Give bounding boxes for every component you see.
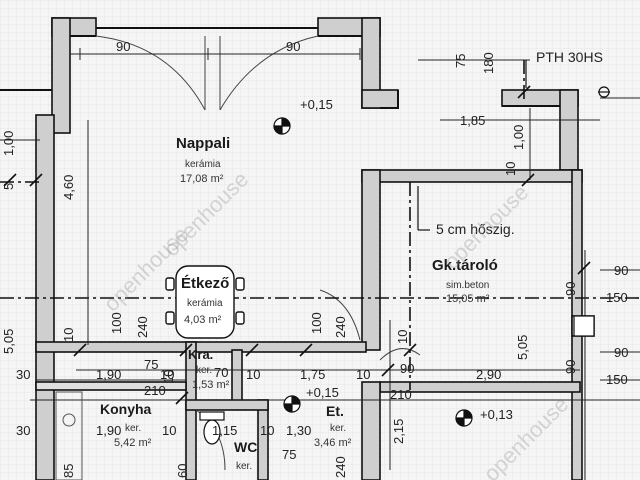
dim-185: 1,85 [460, 113, 486, 128]
dim-h-10-c: 10 [356, 367, 371, 382]
dim-right-150a: 150 [606, 290, 628, 305]
dim-v-5-left: 5 [1, 182, 16, 190]
dim-h-10-d: 10 [162, 423, 177, 438]
dim-v-10-a: 10 [61, 327, 76, 342]
dimension-ticks [3, 85, 591, 405]
dim-h-10-a: 10 [160, 367, 175, 382]
dim-v-60: 60 [175, 463, 190, 478]
dim-v-10-c: 10 [161, 369, 176, 384]
dim-h-190: 1,90 [96, 367, 122, 382]
dim-v-460: 4,60 [61, 174, 76, 200]
dim-h-10-b: 10 [246, 367, 261, 382]
dim-h-210-a: 210 [144, 383, 166, 398]
kitchen-counter [55, 391, 83, 480]
level-eloter: +0,15 [306, 385, 339, 400]
room-material-gktarolo: sim.beton [446, 280, 490, 291]
dim-right-90b: 90 [614, 345, 629, 360]
room-area-kamra: 1,53 m² [192, 379, 230, 391]
dimension-lines [0, 48, 640, 480]
level-garage: +0,13 [480, 407, 513, 422]
dim-v-100-right: 1,00 [511, 124, 526, 150]
dim-h-175: 1,75 [300, 367, 326, 382]
room-area-konyha: 5,42 m² [114, 437, 152, 449]
dim-h-30-b: 30 [16, 423, 31, 438]
dim-v-240-c: 240 [333, 456, 348, 478]
dim-v-75: 75 [453, 53, 468, 68]
dim-v-10-b: 10 [395, 329, 410, 344]
dim-h-75: 75 [144, 357, 159, 372]
door-swings [95, 35, 421, 471]
dim-h-70: 70 [214, 365, 229, 380]
exterior-walls [35, 17, 595, 480]
room-area-eloter: 3,46 m² [314, 437, 352, 449]
dim-top-90-right: 90 [286, 39, 301, 54]
dim-v-240-b: 240 [333, 316, 348, 338]
outline-lines [0, 27, 560, 109]
dim-v-180: 180 [481, 52, 496, 74]
dim-v-240-a: 240 [135, 316, 150, 338]
dim-right-90a: 90 [614, 263, 629, 278]
room-name-nappali: Nappali [176, 135, 231, 152]
dim-right-150b: 150 [606, 372, 628, 387]
room-area-nappali: 17,08 m² [180, 173, 224, 185]
dim-h-115: 1,15 [212, 423, 238, 438]
dim-v-10-right: 10 [503, 161, 518, 176]
room-name-etkezo: Étkező [181, 275, 230, 292]
note-insulation: 5 cm hőszig. [436, 221, 515, 237]
dim-h-190-b: 1,90 [96, 423, 122, 438]
dim-h-90: 90 [400, 361, 415, 376]
dim-h-30-a: 30 [16, 367, 31, 382]
dim-h-75-b: 75 [282, 447, 297, 462]
room-name-konyha: Konyha [100, 401, 152, 417]
dim-v-100-left: 1,00 [1, 130, 16, 156]
room-material-wc: ker. [236, 461, 253, 472]
dim-v-100-b: 100 [309, 312, 324, 334]
dining-table [165, 265, 245, 339]
room-material-etkezo: kerámia [187, 298, 223, 309]
note-lintel: PTH 30HS [536, 49, 603, 65]
room-material-nappali: kerámia [185, 159, 221, 170]
level-markers [273, 86, 610, 427]
dim-h-130: 1,30 [286, 423, 312, 438]
room-name-kamra: Kra. [188, 347, 214, 362]
wc-fixture [199, 411, 225, 445]
dim-v-85: 85 [61, 463, 76, 478]
room-area-etkezo: 4,03 m² [184, 314, 222, 326]
room-name-gktarolo: Gk.tároló [432, 257, 498, 274]
room-name-wc: WC [234, 439, 258, 455]
dim-v-215: 2,15 [391, 418, 406, 444]
dim-v-505-left: 5,05 [1, 328, 16, 354]
dim-h-290: 2,90 [476, 367, 502, 382]
insulation-leader [417, 60, 527, 231]
dim-h-10-e: 10 [260, 423, 275, 438]
room-material-kamra: ker. [196, 365, 213, 376]
dim-top-90-left: 90 [116, 39, 131, 54]
dim-v-505-right: 5,05 [515, 334, 530, 360]
room-material-konyha: ker. [125, 423, 142, 434]
level-nappali: +0,15 [300, 97, 333, 112]
garage-side-window [573, 315, 595, 337]
room-name-eloter: Et. [326, 403, 344, 419]
dim-v-90-garage: 90 [563, 281, 578, 296]
dim-h-210-b: 210 [390, 387, 412, 402]
dim-v-90-garage-b: 90 [563, 359, 578, 374]
room-material-eloter: ker. [330, 423, 347, 434]
room-area-gktarolo: 15,05 m² [446, 293, 490, 305]
